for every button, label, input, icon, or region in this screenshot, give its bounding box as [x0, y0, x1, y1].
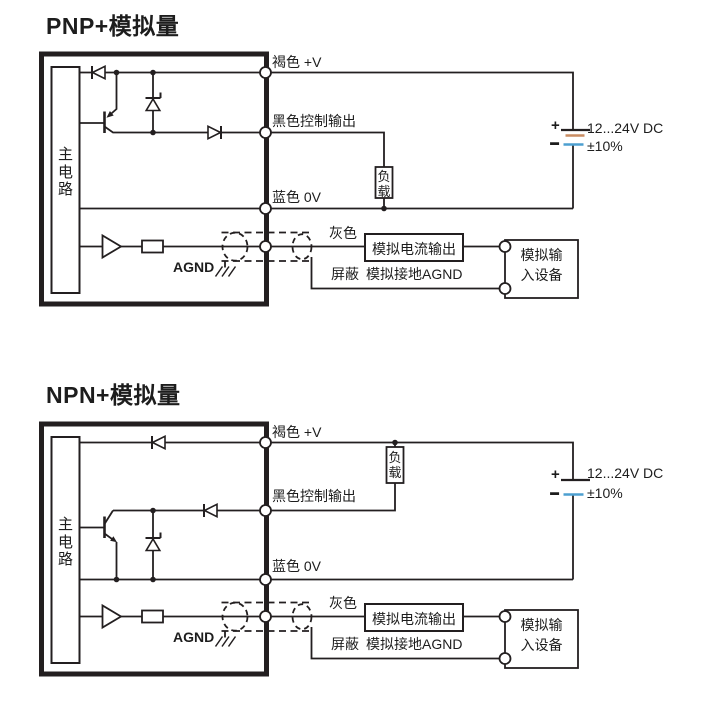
- npn-brown-wire-label: 褐色 +V: [272, 424, 322, 440]
- npn-buffer-amplifier-symbol: [101, 603, 123, 630]
- npn-terminal-gray: [259, 610, 272, 623]
- pnp-black-wire: [103, 125, 385, 209]
- npn-ground-symbol: [214, 631, 237, 647]
- pnp-main-circuit-label: 主电路: [57, 146, 73, 198]
- pnp-ground-symbol: [214, 261, 237, 277]
- pnp-analog-output-label-box: [364, 233, 464, 262]
- pnp-shielded-cable-symbol: [221, 231, 313, 262]
- pnp-transistor-symbol: [79, 72, 118, 133]
- npn-resistor-symbol: [141, 609, 164, 624]
- npn-analog-output-label-box: [364, 603, 464, 632]
- npn-terminal-blue: [259, 573, 272, 586]
- npn-zener-diode-symbol: [144, 510, 162, 580]
- pnp-input-device-terminal-top: [498, 240, 512, 253]
- pnp-terminal-circles: [259, 66, 512, 295]
- pnp-input-device-label: 模拟输 入设备: [505, 245, 578, 285]
- pnp-shield-wire-label: 屏蔽: [331, 266, 359, 282]
- pnp-analog-current-output-label: 模拟电流输出: [372, 241, 456, 257]
- npn-input-device-terminal-bottom: [498, 652, 512, 665]
- npn-input-device-line2: 入设备: [520, 637, 563, 653]
- npn-battery-plus-sign: +: [551, 466, 560, 483]
- pnp-terminal-black: [259, 126, 272, 139]
- pnp-input-device-line2: 入设备: [520, 267, 563, 283]
- pnp-terminal-blue: [259, 202, 272, 215]
- npn-title: NPN+模拟量: [46, 382, 181, 408]
- npn-output-diode-symbol: [202, 503, 218, 518]
- npn-junction-dots: [113, 439, 398, 583]
- npn-input-device-line1: 模拟输: [520, 617, 563, 633]
- npn-voltage-label: 12...24V DC: [587, 465, 664, 481]
- pnp-input-device-terminal-bottom: [498, 282, 512, 295]
- pnp-battery-symbol: [561, 128, 590, 146]
- pnp-agnd-label: AGND: [173, 259, 215, 275]
- npn-main-circuit-box: [50, 436, 81, 664]
- npn-input-device-label: 模拟输 入设备: [505, 615, 578, 655]
- npn-black-wire-label: 黑色控制输出: [272, 488, 356, 504]
- npn-shield-wire: [310, 627, 500, 660]
- pnp-terminal-brown: [259, 66, 272, 79]
- npn-load-box: [385, 446, 405, 484]
- pnp-gray-wire-label: 灰色: [329, 225, 357, 241]
- pnp-main-circuit-box: [50, 66, 81, 294]
- pnp-reverse-protection-diode-symbol: [90, 65, 106, 80]
- pnp-battery-plus-sign: +: [551, 117, 560, 134]
- npn-terminal-black: [259, 504, 272, 517]
- pnp-buffer-amplifier-symbol: [101, 233, 123, 260]
- npn-terminal-brown: [259, 436, 272, 449]
- npn-sensor-housing-box: [39, 421, 269, 677]
- pnp-circuit: [39, 51, 590, 307]
- npn-reverse-protection-diode-symbol: [150, 435, 166, 450]
- pnp-analog-ground-label: 模拟接地AGND: [366, 266, 463, 282]
- npn-input-device-box: [504, 609, 579, 669]
- npn-input-device-terminal-top: [498, 610, 512, 623]
- pnp-battery-minus-sign: −: [549, 136, 560, 154]
- npn-shield-wire-label: 屏蔽: [331, 636, 359, 652]
- npn-analog-current-output-label: 模拟电流输出: [372, 611, 456, 627]
- npn-blue-wire-label: 蓝色 0V: [272, 558, 322, 574]
- pnp-input-device-box: [504, 239, 579, 299]
- npn-battery-symbol: [561, 478, 590, 496]
- pnp-title: PNP+模拟量: [46, 13, 180, 39]
- npn-transistor-symbol: [79, 510, 118, 580]
- npn-agnd-label: AGND: [173, 629, 215, 645]
- npn-circuit: [39, 421, 590, 677]
- npn-analog-ground-label: 模拟接地AGND: [366, 636, 463, 652]
- npn-main-circuit-label: 主电路: [57, 516, 73, 568]
- npn-shielded-cable-symbol: [221, 601, 313, 632]
- pnp-tolerance-label: ±10%: [587, 138, 623, 154]
- pnp-junction-dots: [113, 69, 387, 212]
- pnp-brown-wire: [79, 71, 574, 130]
- pnp-blue-wire-label: 蓝色 0V: [272, 189, 322, 205]
- npn-brown-wire: [79, 441, 574, 480]
- pnp-brown-wire-label: 褐色 +V: [272, 54, 322, 70]
- npn-terminal-circles: [259, 436, 512, 665]
- pnp-resistor-symbol: [141, 239, 164, 254]
- pnp-terminal-gray: [259, 240, 272, 253]
- pnp-sensor-housing-box: [39, 51, 269, 307]
- pnp-load-box: [374, 166, 394, 199]
- npn-tolerance-label: ±10%: [587, 485, 623, 501]
- npn-battery-minus-sign: −: [549, 486, 560, 504]
- pnp-input-device-line1: 模拟输: [520, 247, 563, 263]
- pnp-voltage-label: 12...24V DC: [587, 120, 664, 136]
- pnp-output-diode-symbol: [207, 125, 223, 140]
- npn-gray-wire-label: 灰色: [329, 595, 357, 611]
- npn-load-label: 负载: [388, 450, 402, 480]
- pnp-shield-wire: [310, 257, 500, 290]
- pnp-black-wire-label: 黑色控制输出: [272, 113, 356, 129]
- pnp-load-label: 负载: [377, 169, 391, 199]
- pnp-zener-diode-symbol: [144, 72, 162, 133]
